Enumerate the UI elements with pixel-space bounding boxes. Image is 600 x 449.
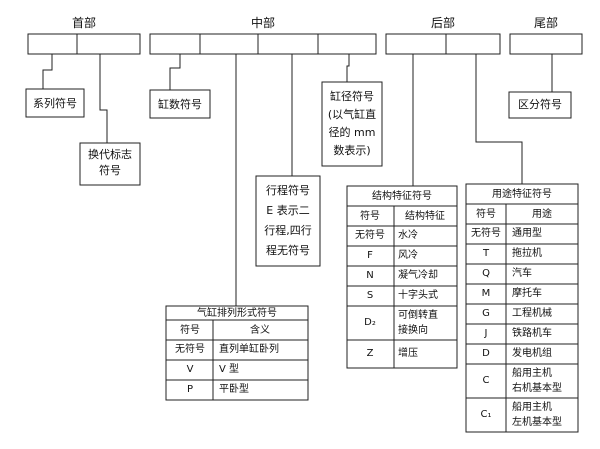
structure-col-code: 符号 <box>360 211 380 222</box>
tail-section-label: 尾部 <box>533 16 559 30</box>
structure-row-4-value-line-0: 可倒转直 <box>398 310 438 321</box>
usage-col-purpose: 用途 <box>532 209 552 220</box>
usage-row-8-value-line-0: 船用主机 <box>512 402 552 413</box>
usage-row-7-value-line-1: 右机基本型 <box>512 383 562 394</box>
distinguish-code-label: 区分符号 <box>518 98 562 111</box>
cylinder-count-label: 缸数符号 <box>158 98 202 111</box>
structure-row-5-code: Z <box>366 348 374 359</box>
usage-row-6-code: D <box>482 348 490 359</box>
cylinder-count-box <box>149 89 211 119</box>
variant-code-label-line-1: 换代标志 <box>88 148 132 161</box>
bore-code-label-line-3: 径的 mm <box>328 126 376 139</box>
arrangement-row-2-value: 平卧型 <box>219 384 249 395</box>
arrangement-col-meaning: 含义 <box>250 325 270 336</box>
tail-code-box <box>509 33 583 55</box>
usage-row-5-value: 铁路机车 <box>512 328 552 339</box>
arrangement-col-code: 符号 <box>180 325 200 336</box>
structure-col-feature: 结构特征 <box>405 211 445 222</box>
structure-row-3-value: 十字头式 <box>398 290 438 301</box>
structure-row-1-value: 风冷 <box>398 250 418 261</box>
usage-row-4-code: G <box>482 308 490 319</box>
usage-row-0-code: 无符号 <box>471 228 501 239</box>
usage-row-6-value: 发电机组 <box>512 348 552 359</box>
structure-row-3-code: S <box>366 290 374 301</box>
middle-section-label: 中部 <box>250 16 276 30</box>
usage-row-8-value-line-1: 左机基本型 <box>512 417 562 428</box>
usage-row-2-code: Q <box>482 268 490 279</box>
stroke-code-label-line-2: E 表示二 <box>266 204 310 217</box>
stroke-code-label-line-3: 行程,四行 <box>264 224 312 237</box>
structure-row-2-value: 凝气冷却 <box>398 270 438 281</box>
usage-row-3-code: M <box>481 288 491 299</box>
structure-row-5-value: 增压 <box>398 348 418 359</box>
head-section-label: 首部 <box>71 16 97 30</box>
arrangement-row-2-code: P <box>186 384 194 395</box>
bore-code-label-line-1: 缸径符号 <box>330 90 374 103</box>
usage-row-7-code: C <box>482 375 490 386</box>
usage-col-code: 符号 <box>476 209 496 220</box>
series-code-label: 系列符号 <box>33 97 77 110</box>
usage-row-5-code: J <box>484 328 488 339</box>
usage-row-4-value: 工程机械 <box>512 308 552 319</box>
usage-row-7-value-line-0: 船用主机 <box>512 368 552 379</box>
usage-row-8-code: C₁ <box>480 409 492 420</box>
bore-code-label-line-2: (以气缸直 <box>327 108 377 121</box>
usage-row-1-value: 拖拉机 <box>512 248 542 259</box>
head-code-boxes <box>27 33 141 55</box>
arrangement-row-1-value: V 型 <box>219 364 240 375</box>
variant-code-label-line-2: 符号 <box>99 164 121 177</box>
structure-row-4-value-line-1: 接换向 <box>398 325 428 336</box>
series-code-box <box>25 88 85 118</box>
stroke-code-label-line-1: 行程符号 <box>266 184 310 197</box>
bore-code-box <box>321 81 383 167</box>
structure-row-1-code: F <box>367 250 373 261</box>
arrangement-table-frame <box>165 305 309 401</box>
rear-code-boxes <box>385 33 501 55</box>
middle-code-boxes <box>149 33 377 55</box>
arrangement-row-0-value: 直列单缸卧列 <box>219 344 279 355</box>
usage-table-title: 用途特征符号 <box>492 189 552 200</box>
structure-row-0-code: 无符号 <box>355 230 385 241</box>
arrangement-row-0-code: 无符号 <box>175 344 205 355</box>
arrangement-table-title: 气缸排列形式符号 <box>197 308 277 319</box>
stroke-code-label-line-4: 程无符号 <box>266 244 310 257</box>
structure-row-2-code: N <box>366 270 374 281</box>
usage-row-0-value: 通用型 <box>512 228 542 239</box>
structure-table-title: 结构特征符号 <box>372 191 432 202</box>
rear-section-label: 后部 <box>430 16 456 30</box>
distinguish-code-box <box>508 91 572 119</box>
structure-row-4-code: D₂ <box>364 317 376 328</box>
bore-code-label-line-4: 数表示) <box>333 144 371 157</box>
usage-row-1-code: T <box>482 248 490 259</box>
connector-lines <box>42 54 553 306</box>
arrangement-row-1-code: V <box>186 364 194 375</box>
usage-row-3-value: 摩托车 <box>512 288 542 299</box>
structure-row-0-value: 水冷 <box>398 230 418 241</box>
usage-table-frame <box>465 183 579 433</box>
usage-row-2-value: 汽车 <box>512 268 532 279</box>
structure-table-frame <box>346 185 458 369</box>
stroke-code-box <box>255 175 321 267</box>
variant-code-box <box>79 142 141 186</box>
